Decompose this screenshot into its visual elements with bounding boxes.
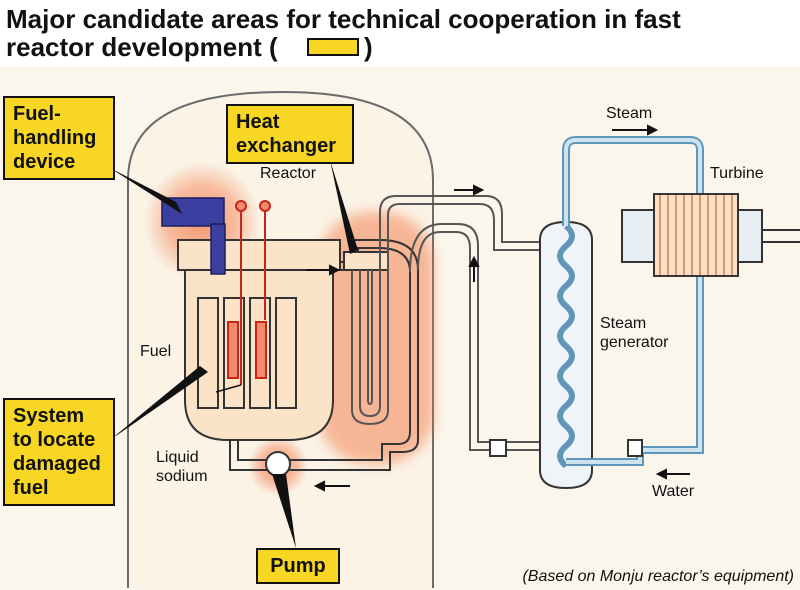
label-water: Water xyxy=(652,483,695,500)
title-line-1: Major candidate areas for technical coop… xyxy=(6,4,681,34)
primary-loop-inner xyxy=(237,247,411,461)
callout-pointer-locate xyxy=(110,366,208,440)
label-steam: Steam xyxy=(606,105,653,122)
primary-loop-outer xyxy=(229,239,419,471)
feedwater-pump xyxy=(627,439,643,457)
sensor-probe xyxy=(235,200,247,212)
steam-generator xyxy=(539,220,593,490)
label-turbine: Turbine xyxy=(710,165,764,182)
callout-fuel-handling-device: Fuel- handling device xyxy=(3,96,115,180)
fuel-assembly xyxy=(197,297,219,409)
callout-pointer-fuel-handling xyxy=(110,168,182,214)
label-steam-generator: Steam generator xyxy=(600,315,669,351)
sensor-probe xyxy=(259,200,271,212)
title-line-2: reactor development ( xyxy=(6,32,278,62)
primary-pump xyxy=(265,451,291,477)
label-liquid-sodium: Liquid sodium xyxy=(156,449,208,485)
callout-system-locate-damaged-fuel: System to locate damaged fuel xyxy=(3,398,115,506)
title-line-2-close: ) xyxy=(364,32,373,62)
label-reactor: Reactor xyxy=(260,165,317,182)
flow-arrows xyxy=(306,124,690,492)
fuel-assembly xyxy=(275,297,297,409)
label-fuel: Fuel xyxy=(140,343,172,360)
intermediate-pump xyxy=(489,439,507,457)
steam-generator-coil xyxy=(557,223,575,469)
fuel-rod xyxy=(255,321,267,379)
callout-pump: Pump xyxy=(256,548,340,584)
callout-pointer-heat-exchanger xyxy=(330,160,358,254)
intermediate-loop xyxy=(417,231,540,451)
heat-exchanger-header xyxy=(343,251,389,271)
turbine-rotor xyxy=(653,193,739,277)
source-note: (Based on Monju reactor’s equipment) xyxy=(522,568,794,585)
fuel-handling-arm xyxy=(210,223,226,275)
callout-heat-exchanger: Heat exchanger xyxy=(226,104,354,164)
heat-exchanger-highlight xyxy=(318,212,434,464)
legend-highlight-swatch xyxy=(307,38,359,56)
fuel-rod xyxy=(227,321,239,379)
callout-pointer-pump xyxy=(272,474,296,548)
heat-exchanger-tubes xyxy=(351,203,540,426)
